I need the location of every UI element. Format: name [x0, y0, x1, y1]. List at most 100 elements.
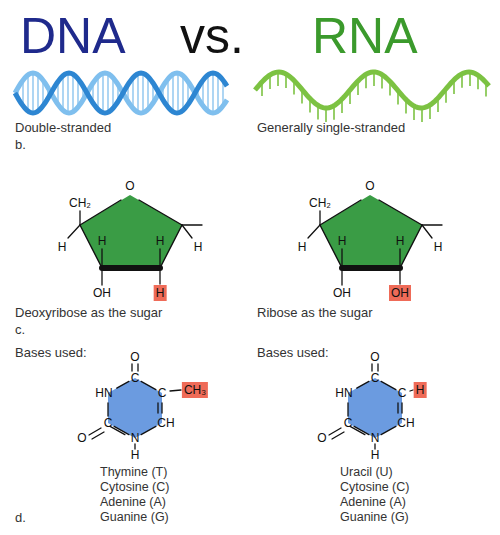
title-word: RNA: [312, 11, 418, 61]
sugar-ring: [320, 195, 422, 268]
base-pair-rung: [32, 73, 33, 113]
bond-line: [182, 224, 202, 225]
base-pair-rung: [107, 74, 108, 113]
base-ring: [348, 378, 402, 438]
base-ring: [108, 378, 162, 438]
highlight-group: CH₃: [182, 382, 208, 398]
bond-line: [101, 249, 102, 268]
ring-oxygen: O: [123, 180, 136, 192]
bond-line: [371, 364, 372, 371]
bond-line: [182, 225, 192, 238]
oxygen-atom: O: [77, 432, 86, 444]
base-name: Cytosine (C): [340, 481, 409, 494]
base-pair-rung: [177, 73, 178, 113]
base-pair-rung: [142, 73, 143, 112]
bond-line: [381, 426, 396, 434]
bond-line: [101, 268, 102, 285]
bond-line: [139, 200, 182, 225]
oxygen-atom: O: [130, 351, 139, 363]
strand-caption: Double-stranded: [15, 121, 111, 134]
base-pair-rung: [67, 73, 68, 113]
dna-helix: [15, 73, 227, 113]
bond-line: [159, 268, 160, 284]
sugar-caption: Deoxyribose as the sugar: [15, 306, 162, 319]
bases-heading: Bases used:: [257, 346, 329, 359]
carbon-atom: C: [104, 417, 113, 429]
base-fill: [348, 378, 402, 438]
title-word: DNA: [20, 11, 126, 61]
sugar-fill: [320, 195, 422, 268]
bold-bond: [102, 265, 160, 271]
bond-line: [68, 225, 80, 238]
bond-line: [92, 432, 104, 439]
bond-line: [308, 225, 320, 238]
nitrogen-atom: N: [371, 432, 380, 444]
ch-group: CH: [397, 417, 414, 429]
bond-line: [319, 211, 320, 225]
base-name: Adenine (A): [340, 496, 406, 509]
bond-line: [117, 381, 129, 388]
carbon-atom: C: [131, 372, 140, 384]
bond-line: [422, 224, 442, 225]
highlight-group: H: [154, 285, 167, 301]
bond-line: [347, 403, 348, 416]
base-pair-rung: [182, 76, 183, 111]
bond-line: [170, 390, 181, 391]
base-pair-rung: [72, 74, 73, 112]
bond-line: [357, 381, 369, 388]
base-name: Uracil (U): [340, 466, 393, 479]
base-name: Guanine (G): [100, 511, 169, 524]
dna-strand: [15, 73, 227, 113]
bond-line: [397, 403, 398, 413]
carbon-atom: C: [398, 387, 407, 399]
bond-line: [399, 268, 400, 284]
highlight-group: OH: [389, 285, 411, 301]
bond-line: [381, 381, 396, 389]
rna-backbone: [255, 72, 489, 108]
hydrogen-atom: H: [98, 235, 107, 247]
hydrogen-atom: H: [338, 235, 347, 247]
rna-strand: [255, 72, 489, 122]
base-name: Guanine (G): [340, 511, 409, 524]
bond-line: [141, 426, 156, 434]
nh-group: HN: [335, 387, 352, 399]
highlight-group: H: [414, 382, 427, 398]
bond-line: [377, 364, 378, 371]
bond-line: [107, 403, 108, 416]
base-pair-rung: [62, 76, 63, 111]
base-pair-rung: [27, 75, 28, 111]
oxygen-atom: O: [370, 351, 379, 363]
bond-line: [137, 364, 138, 371]
hydroxyl-group: OH: [333, 287, 351, 299]
bond-line: [329, 428, 341, 435]
base-pair-rung: [212, 73, 213, 113]
carbon-atom: C: [344, 417, 353, 429]
base-name: Thymine (T): [100, 466, 167, 479]
bond-line: [89, 428, 101, 435]
base-pair-rung: [37, 75, 38, 111]
base-name: Adenine (A): [100, 496, 166, 509]
bond-line: [141, 381, 156, 389]
bond-line: [79, 211, 80, 225]
bond-line: [341, 249, 342, 268]
strand-caption: Generally single-stranded: [257, 121, 405, 134]
hydrogen-atom: H: [298, 241, 307, 253]
hydrogen-atom: H: [156, 235, 165, 247]
ch2-group: CH₂: [69, 197, 91, 209]
carbon-atom: C: [158, 387, 167, 399]
hydrogen-atom: H: [396, 235, 405, 247]
ch2-group: CH₂: [309, 197, 331, 209]
panel-letter: b.: [15, 138, 26, 151]
bond-line: [379, 200, 422, 225]
bond-line: [410, 390, 413, 391]
panel-letter: d.: [15, 511, 26, 524]
nh-group: HN: [95, 387, 112, 399]
hydrogen-atom: H: [194, 241, 203, 253]
bond-line: [159, 249, 160, 268]
bond-line: [332, 432, 344, 439]
sugar-caption: Ribose as the sugar: [257, 306, 373, 319]
bond-line: [157, 403, 158, 413]
bond-line: [161, 403, 162, 413]
nitrogen-atom: N: [131, 432, 140, 444]
